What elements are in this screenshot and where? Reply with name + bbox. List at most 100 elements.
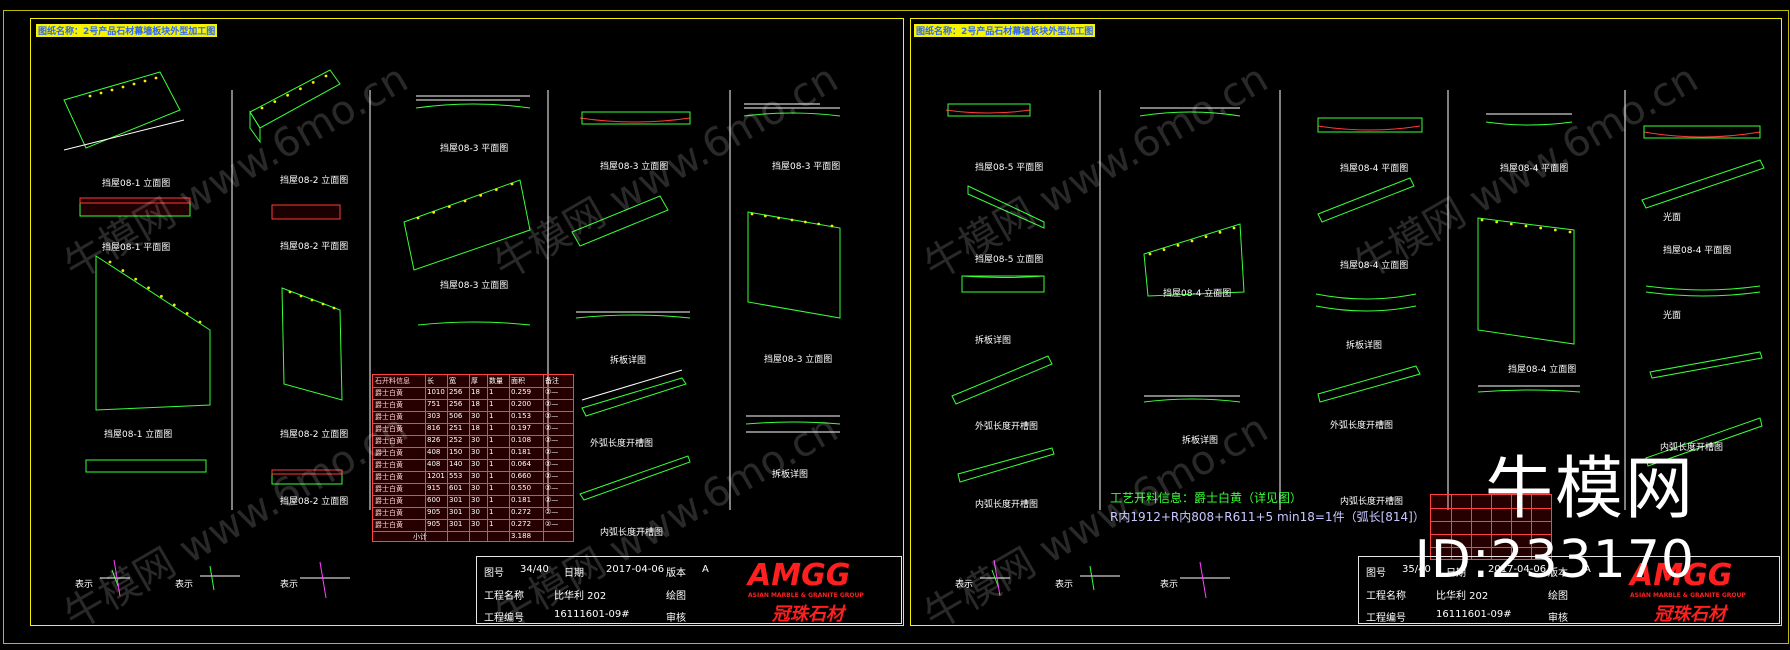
table-cell: 1 [489,412,494,420]
anchor-point [1568,230,1572,234]
section-bar [85,459,207,473]
panel-outline [581,377,687,417]
table-cell: ②— [545,484,559,492]
dimension-line [63,119,185,151]
anchor-point [134,277,138,281]
anchor-point [108,260,112,264]
titleblock-field: 图号 [484,568,504,579]
titleblock-field: 工程编号 [484,613,524,624]
table-cell: 30 [471,520,480,528]
caption: 挡屋08-5 立面图 [975,255,1044,265]
anchor-point [310,298,314,302]
table-cell: 0.259 [511,388,532,396]
caption: 内弧长度开槽图 [1340,497,1404,507]
anchor-point [121,269,125,272]
red-strip [271,204,341,220]
dimension-line [581,369,683,401]
anchor-point [1539,226,1543,230]
panel-outline [95,255,211,411]
table-cell: 1010 [427,388,445,396]
material-table-right [1430,494,1552,560]
table-cell: 0.181 [511,496,532,504]
caption: 外弧长度开槽图 [590,439,654,449]
anchor-point [1232,226,1236,230]
arc-outline [1143,398,1241,403]
table-cell: 506 [449,412,463,420]
anchor-point [132,82,136,86]
table-gridline [373,423,573,424]
anchor-point [172,303,176,307]
legend-symbol [111,569,119,587]
arc-outline [1315,293,1417,300]
table-cell: 301 [449,520,463,528]
arc-box [581,111,691,125]
company-logo: AMGG [748,558,851,593]
table-cell: 0.272 [511,520,532,528]
anchor-point [463,199,467,203]
caption: 挡屋08-2 立面图 [280,176,349,186]
panel-outline [957,447,1055,483]
anchor-point [416,216,420,220]
table-gridline [373,531,573,532]
arc-outline [1477,389,1581,393]
anchor-point [260,106,264,110]
table-gridline [373,495,573,496]
anchor-point [154,76,158,80]
sheet-border-left [30,18,904,626]
company-logo-script: 冠珠石材 [1654,604,1726,625]
titleblock-field: 工程编号 [1366,613,1406,624]
panel-outline [281,287,343,401]
anchor-point [1162,248,1166,252]
anchor-point [1190,239,1194,243]
table-cell: 600 [427,496,441,504]
anchor-point [332,306,336,310]
table-cell: 1 [489,484,494,492]
titleblock-left [476,556,902,624]
arc-box [1317,117,1423,133]
anchor-point [817,222,821,226]
table-gridline [373,387,573,388]
anchor-point [311,81,315,84]
caption: 挡屋08-3 立面图 [600,162,669,172]
arc-outline [415,103,531,109]
legend-label: 表示 [280,580,299,590]
table-cell: 30 [471,436,480,444]
anchor-point [286,93,289,97]
anchor-point [1148,252,1152,256]
table-cell: 301 [449,496,463,504]
table-cell: 爵士白黄 [375,509,403,517]
titleblock-field: 审核 [666,613,686,624]
table-gridline [487,375,488,541]
titleblock-field: 16111601-09# [1436,609,1512,620]
table-gridline [509,375,510,541]
brand-id: ID:233170 [1414,530,1695,590]
table-gridline [373,447,573,448]
anchor-point [479,193,483,197]
arc-outline [417,321,531,326]
legend-label: 表示 [1160,580,1179,590]
table-cell: 30 [471,412,480,420]
table-cell: 751 [427,400,441,408]
table-cell: ②— [545,448,559,456]
anchor-point [143,79,147,83]
caption: 挡屋08-4 平面图 [1340,164,1409,174]
table-cell: ②— [545,472,559,480]
arc-outline [961,275,1045,278]
caption: 挡屋08-4 平面图 [1500,164,1569,174]
table-gridline [543,375,544,541]
table-gridline [373,435,573,436]
table-cell: 1 [489,400,494,408]
table-cell: 1 [489,472,494,480]
table-cell: 150 [449,448,463,456]
table-cell: 826 [427,436,441,444]
caption: 挡屋08-1 立面图 [104,430,173,440]
caption: 拆板详图 [772,470,809,480]
titleblock-field: 日期 [564,568,584,579]
table-cell: 长 [427,377,434,385]
arc-outline [1643,131,1761,138]
table-cell: 0.197 [511,424,532,432]
table-cell: 905 [427,508,441,516]
table-cell: 0.200 [511,400,532,408]
titleblock-field: 版本 [666,568,686,579]
table-gridline [1511,495,1512,559]
